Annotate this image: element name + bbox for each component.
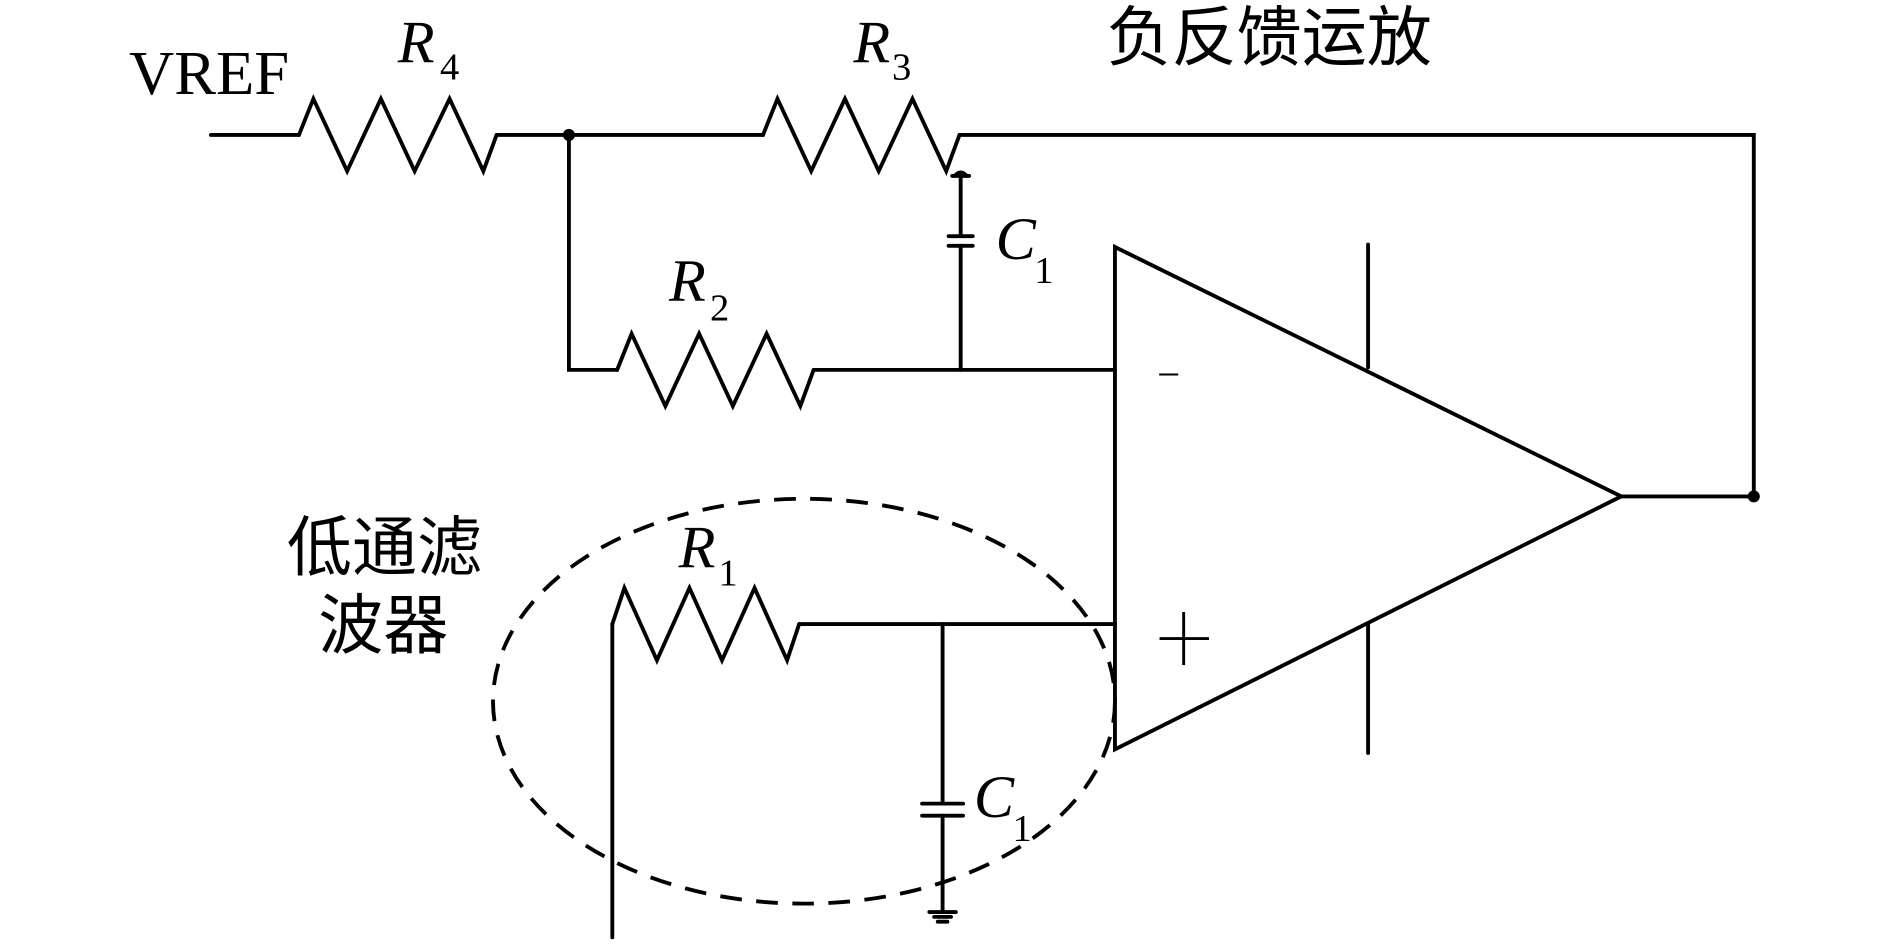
resistor-r4 xyxy=(296,93,499,177)
label-c1-feedback: C 1 xyxy=(996,206,1054,292)
label-r2: R 2 xyxy=(668,248,729,329)
capacitor-c1-filter xyxy=(920,622,966,912)
output-junction-dot xyxy=(1747,490,1760,503)
vref-label: VREF xyxy=(129,38,289,108)
svg-text:C: C xyxy=(974,764,1015,831)
filter-highlight-ellipse xyxy=(491,496,1117,906)
label-r4: R 4 xyxy=(397,10,459,89)
feedback-wire xyxy=(957,133,1756,499)
lowpass-filter-label-line2: 波器 xyxy=(318,589,448,664)
svg-text:1: 1 xyxy=(718,553,737,595)
wire-node-to-r2 xyxy=(566,133,620,372)
inverting-input-sign: − xyxy=(1157,351,1180,397)
label-c1-filter: C 1 xyxy=(974,764,1032,850)
svg-text:R: R xyxy=(397,10,435,77)
svg-text:4: 4 xyxy=(440,47,459,89)
negative-feedback-opamp-label: 负反馈运放 xyxy=(1107,1,1432,76)
svg-text:3: 3 xyxy=(892,47,911,89)
svg-text:1: 1 xyxy=(1013,808,1032,850)
svg-text:2: 2 xyxy=(710,287,729,329)
svg-text:1: 1 xyxy=(1034,250,1053,292)
resistor-r2 xyxy=(615,328,816,412)
lowpass-filter-label-line1: 低通滤 xyxy=(287,511,482,586)
label-r3: R 3 xyxy=(852,10,911,89)
ground-icon xyxy=(927,910,958,924)
noninverting-input-sign xyxy=(1159,612,1209,666)
svg-text:C: C xyxy=(996,206,1037,273)
svg-text:R: R xyxy=(852,10,890,77)
svg-text:R: R xyxy=(668,248,706,315)
capacitor-c1-feedback xyxy=(946,170,975,372)
svg-text:R: R xyxy=(678,514,716,581)
resistor-r3 xyxy=(761,93,962,177)
resistor-r1 xyxy=(610,582,802,666)
label-r1: R 1 xyxy=(678,514,738,594)
